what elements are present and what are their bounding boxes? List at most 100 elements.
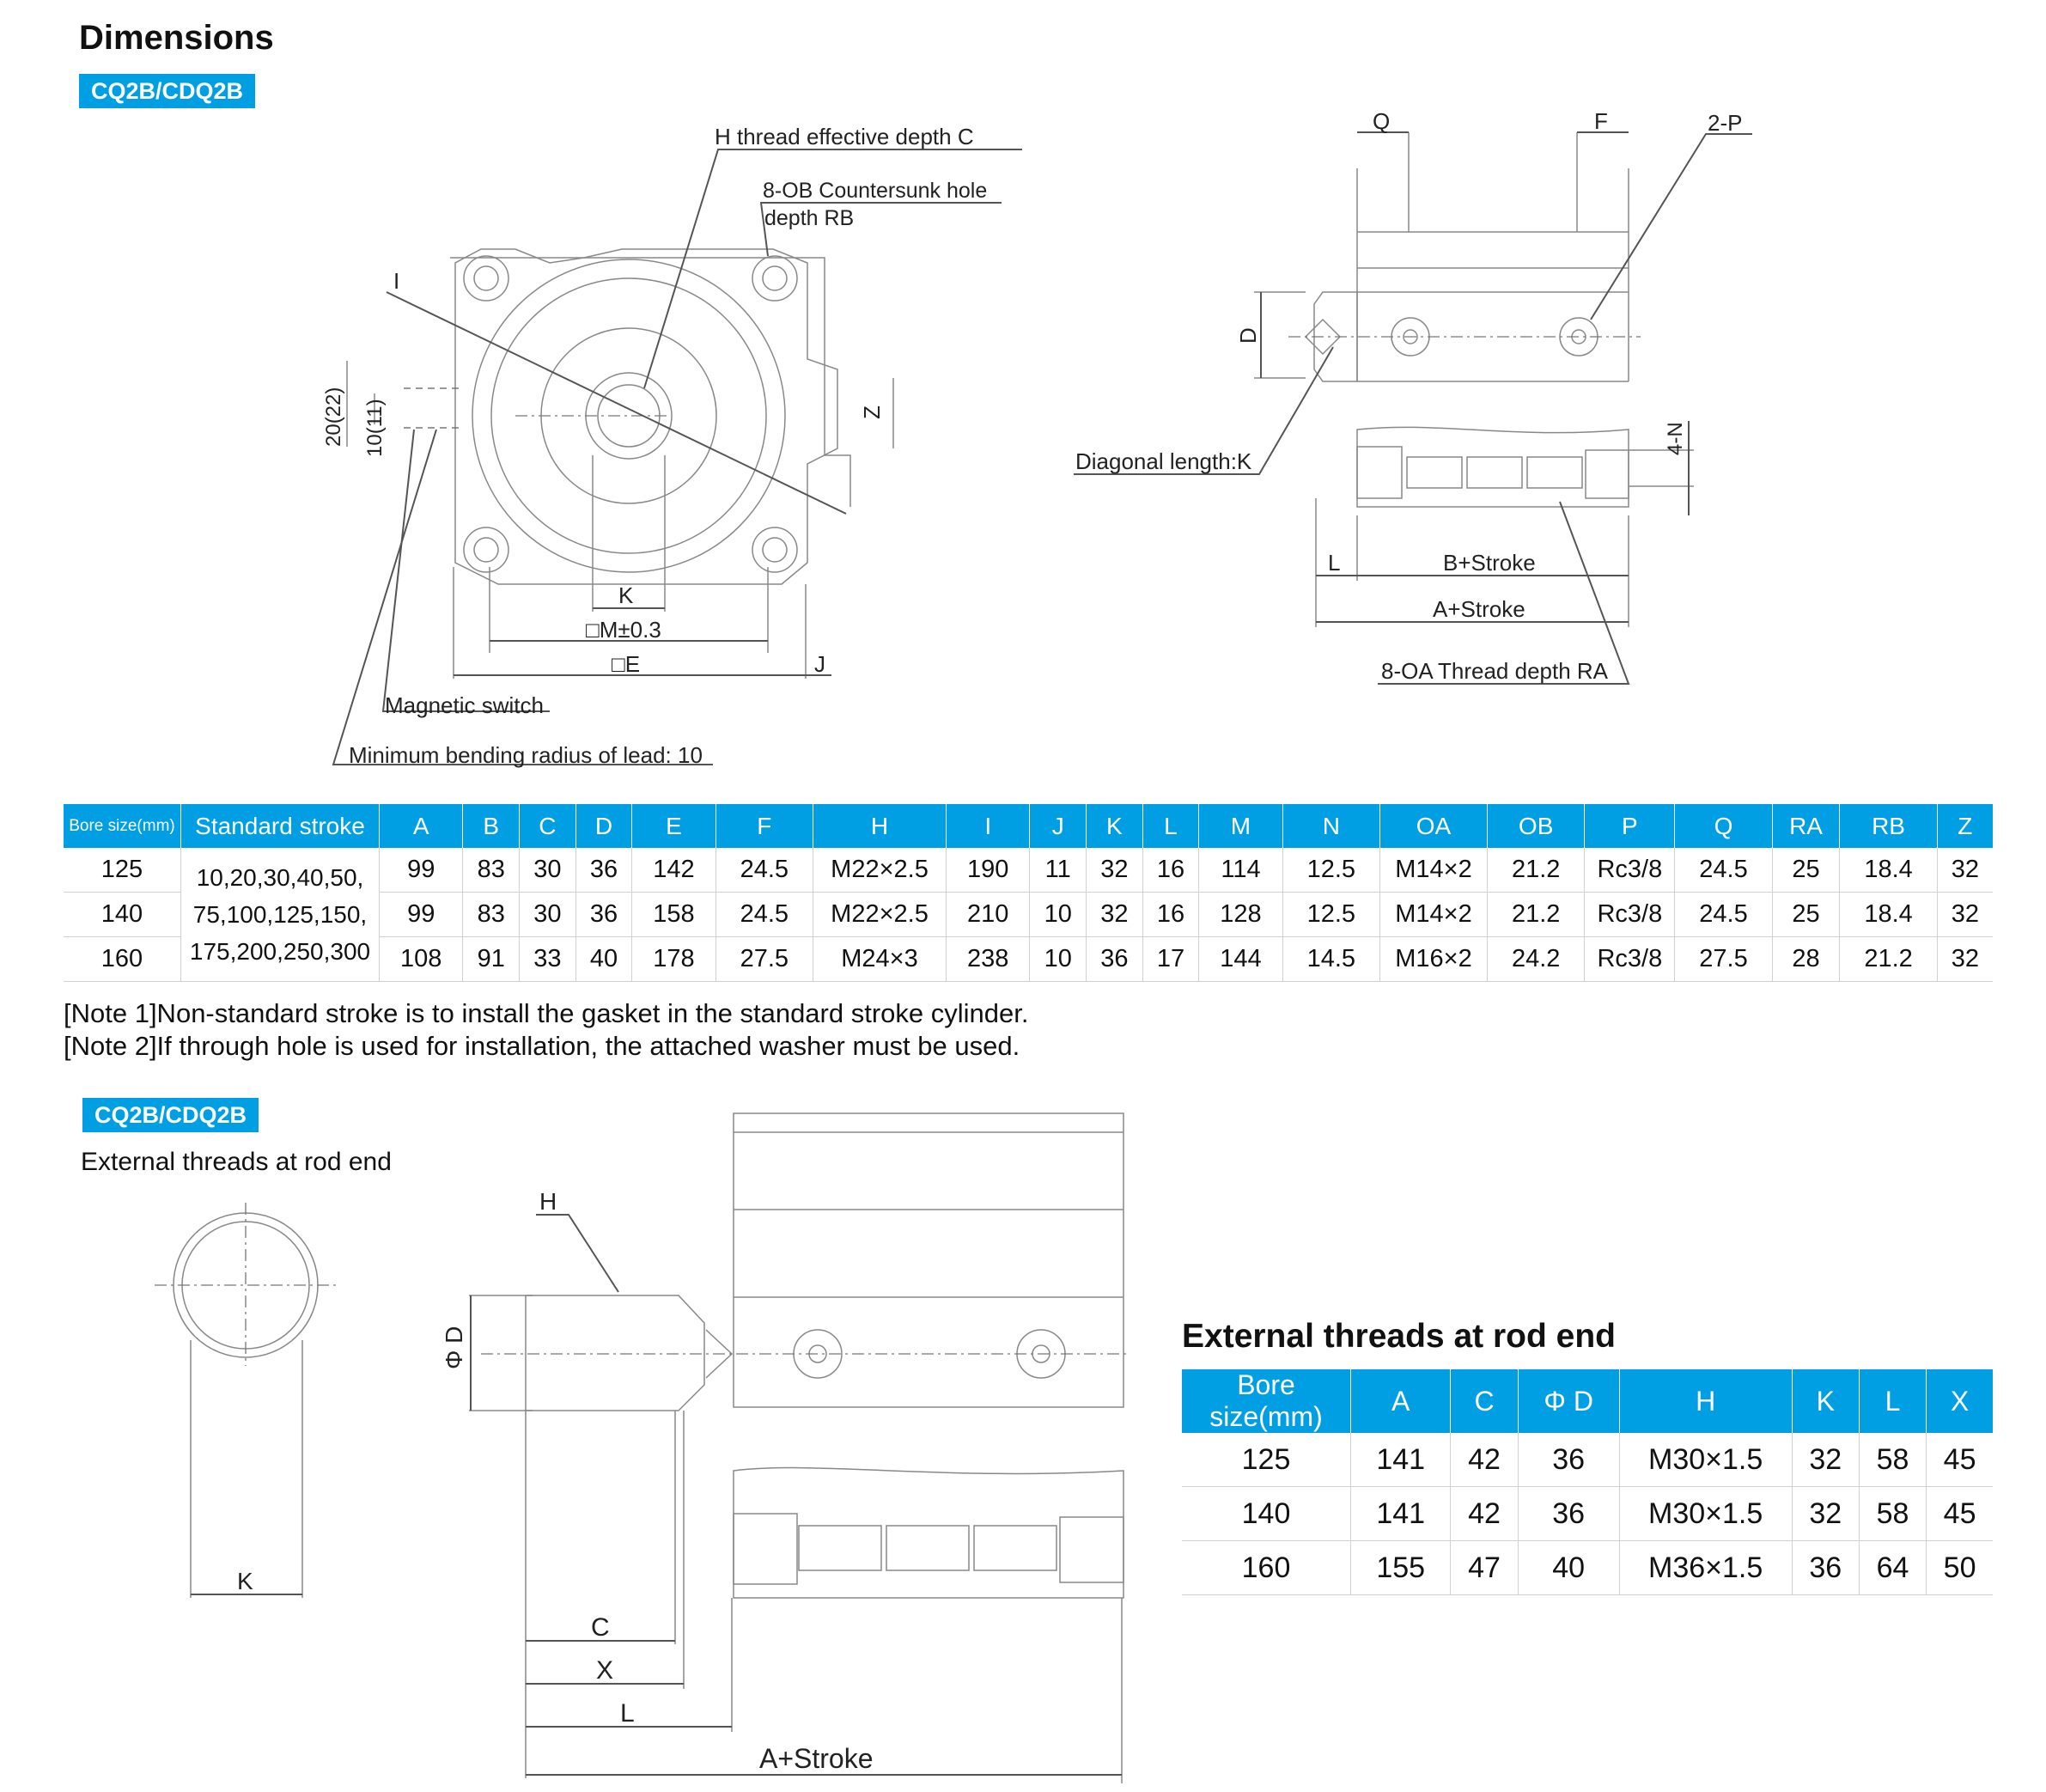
label-ob-1: 8-OB Countersunk hole [763, 179, 987, 203]
cell: 25 [1771, 848, 1840, 893]
cell: 128 [1198, 892, 1283, 937]
cell: 36 [1086, 936, 1143, 982]
cell: 30 [519, 848, 576, 893]
label-oa: 8-OA Thread depth RA [1381, 658, 1609, 684]
label-j: J [814, 651, 825, 677]
label-magnetic-switch: Magnetic switch [385, 692, 544, 718]
label-20-22: 20(22) [322, 387, 345, 447]
cell: 24.5 [715, 848, 813, 893]
cell: 36 [1791, 1540, 1860, 1595]
label-2p: 2-P [1708, 110, 1742, 136]
cell: 32 [1086, 848, 1143, 893]
col-h: H [1618, 1369, 1793, 1433]
cell: 144 [1198, 936, 1283, 982]
col-ra: RA [1771, 804, 1840, 848]
col-oa: OA [1379, 804, 1488, 848]
cell: 178 [631, 936, 716, 982]
cell: 14.5 [1282, 936, 1380, 982]
label-l: L [1328, 550, 1340, 576]
label-k3: K [237, 1568, 253, 1594]
cell: 83 [462, 892, 520, 937]
table-header-row: Bore size(mm) Standard stroke A B C D E … [64, 804, 1993, 848]
cell: 21.2 [1486, 848, 1585, 893]
label-x3: X [596, 1656, 613, 1685]
cell: 32 [1086, 892, 1143, 937]
cell: M36×1.5 [1618, 1540, 1793, 1595]
cell: 21.2 [1839, 936, 1938, 982]
col-phid: Φ D [1517, 1369, 1620, 1433]
cell: M22×2.5 [813, 892, 947, 937]
table-row: 140 141 42 36 M30×1.5 32 58 45 [1182, 1486, 1993, 1541]
cell: 40 [575, 936, 632, 982]
ext-table-title: External threads at rod end [1182, 1318, 1616, 1355]
cell: 32 [1791, 1486, 1860, 1541]
label-m: □M±0.3 [586, 617, 661, 643]
cell: 91 [462, 936, 520, 982]
stroke-line: 175,200,250,300 [189, 938, 371, 965]
cell: 58 [1858, 1433, 1927, 1487]
cell-bore: 140 [64, 892, 181, 937]
table-row: 140 99 83 30 36 158 24.5 M22×2.5 210 10 … [64, 892, 1993, 937]
cell: 108 [378, 936, 463, 982]
ext-threads-table: Bore size(mm) A C Φ D H K L X 125 141 42… [1182, 1369, 1993, 1595]
cell: 36 [1517, 1486, 1620, 1541]
cell: 160 [1182, 1540, 1351, 1595]
col-c: C [519, 804, 576, 848]
cell: M22×2.5 [813, 848, 947, 893]
label-l3: L [620, 1699, 635, 1728]
table-row: 160 155 47 40 M36×1.5 36 64 50 [1182, 1540, 1993, 1595]
page-title: Dimensions [79, 19, 274, 57]
col-q: Q [1674, 804, 1773, 848]
col-bore: Bore size(mm) [1182, 1369, 1351, 1433]
cell: M16×2 [1379, 936, 1488, 982]
cell: M14×2 [1379, 848, 1488, 893]
col-b: B [462, 804, 520, 848]
label-z: Z [859, 405, 885, 419]
stroke-line: 10,20,30,40,50, [196, 864, 364, 891]
cell: 141 [1349, 1486, 1451, 1541]
col-l: L [1858, 1369, 1927, 1433]
label-4n: 4-N [1664, 422, 1687, 455]
col-k: K [1086, 804, 1143, 848]
col-h: H [813, 804, 947, 848]
cell: M30×1.5 [1618, 1486, 1793, 1541]
col-a: A [1349, 1369, 1451, 1433]
cell: 42 [1450, 1486, 1519, 1541]
cell: 36 [575, 848, 632, 893]
cell: 24.5 [1674, 892, 1773, 937]
cell: 18.4 [1839, 892, 1938, 937]
model-badge-top: CQ2B/CDQ2B [79, 74, 256, 108]
label-f: F [1594, 108, 1608, 134]
cell: 190 [945, 848, 1030, 893]
cell: 18.4 [1839, 848, 1938, 893]
cell: 99 [378, 892, 463, 937]
cell: 10 [1029, 892, 1087, 937]
col-d: D [575, 804, 632, 848]
cell: 10 [1029, 936, 1087, 982]
side-view-drawing: Q F 2-P D Diagonal length:K 4-N L B+Stro… [1074, 108, 1752, 685]
label-b-stroke: B+Stroke [1443, 550, 1536, 576]
cell: 83 [462, 848, 520, 893]
cell: Rc3/8 [1584, 848, 1675, 893]
cell: 27.5 [1674, 936, 1773, 982]
cell: 45 [1926, 1433, 1993, 1487]
cell: 12.5 [1282, 892, 1380, 937]
cell: 28 [1771, 936, 1840, 982]
cell: 141 [1349, 1433, 1451, 1487]
cell: 32 [1936, 936, 1993, 982]
cell: 238 [945, 936, 1030, 982]
cell: 142 [631, 848, 716, 893]
stroke-line: 75,100,125,150, [192, 901, 368, 928]
ext-caption: External threads at rod end [81, 1148, 392, 1176]
label-a3: A+Stroke [759, 1743, 874, 1774]
col-i: I [945, 804, 1030, 848]
col-p: P [1584, 804, 1675, 848]
cell: 114 [1198, 848, 1283, 893]
col-c: C [1450, 1369, 1519, 1433]
col-j: J [1029, 804, 1087, 848]
label-q: Q [1373, 108, 1390, 134]
cell: 30 [519, 892, 576, 937]
col-z: Z [1936, 804, 1993, 848]
col-k: K [1791, 1369, 1860, 1433]
dimensions-table: Bore size(mm) Standard stroke A B C D E … [64, 804, 1993, 982]
